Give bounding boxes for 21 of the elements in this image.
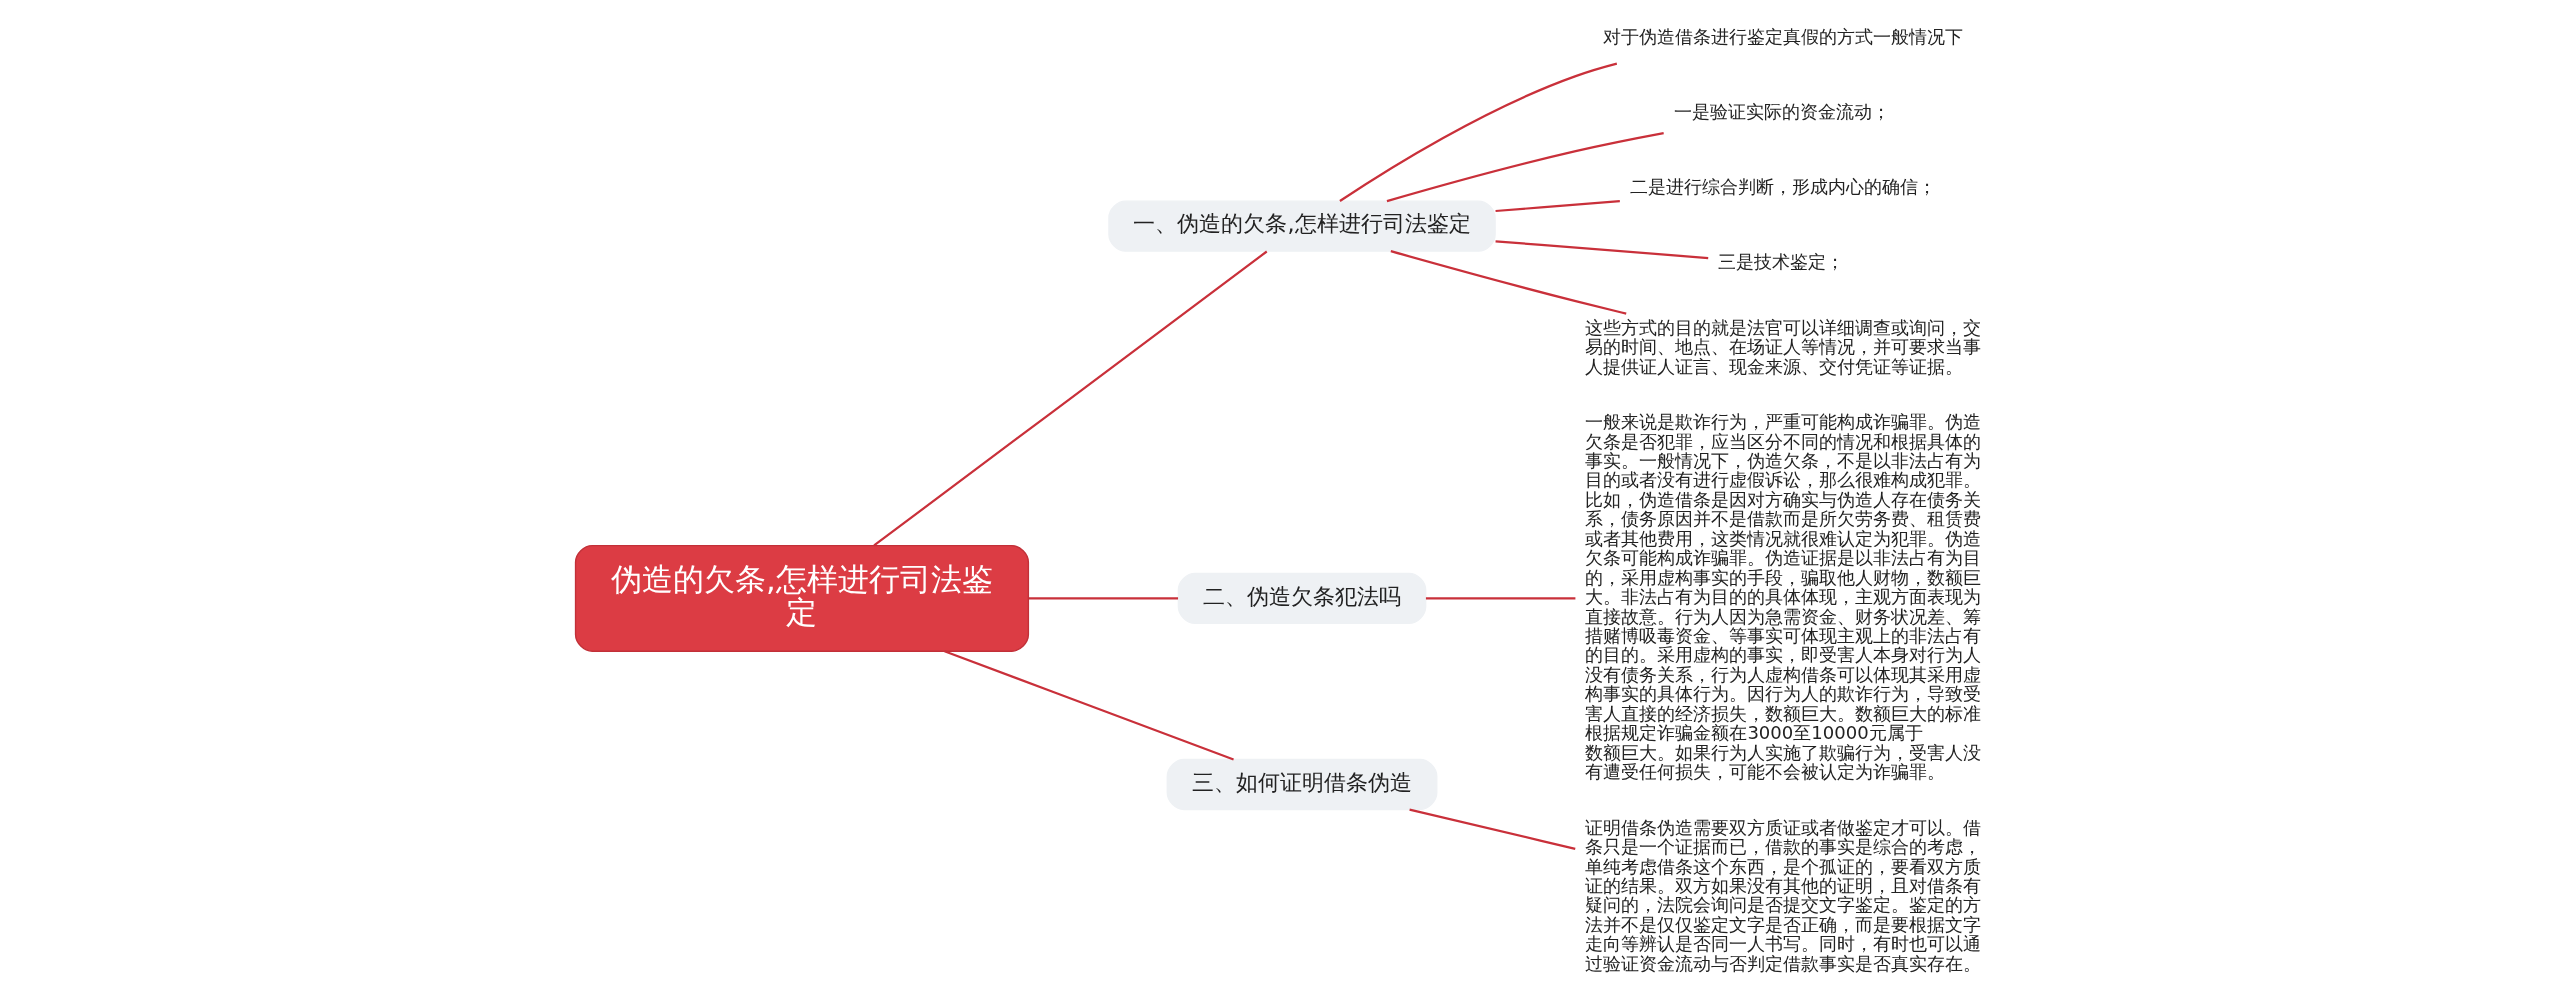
- node-text: 三是技术鉴定；: [1717, 251, 1844, 273]
- node-box: 一、伪造的欠条,怎样进行司法鉴定: [1107, 200, 1496, 252]
- connector: [1338, 62, 1617, 202]
- connector: [872, 250, 1267, 547]
- node-text: 对于伪造借条进行鉴定真假的方式一般情况下: [1602, 26, 1963, 48]
- connector: [1494, 200, 1620, 213]
- node-text: 一是验证实际的资金流动；: [1673, 101, 1890, 123]
- connector: [1028, 597, 1178, 600]
- node-text: 一般来说是欺诈行为，严重可能构成诈骗罪。伪造欠条是否犯罪，应当区分不同的情况和根据具体的事实。一般情况下，伪造欠条，不是以非法占有为目的或者没有进行虚假诉讼，那么很难构成犯罪。比如，伪造借条是因对方确实与伪造人存在债务关系，债务原因并不是借款而是所欠劳务费、租赁费或者其他费用，这类情况就很难认定为犯罪。伪造欠条可能构成诈骗罪。伪造证据是以非法占有为目的，采用虚构事实的手段，骗取他人财物，数额巨大。非法占有为目的的具体体现，主观方面表现为直接故意。行为人因为急需资金、财务状况差、筹措赌博吸毒资金、等事实可体现主观上的非法占有的目的。采用虚构的事实，即受害人本身对行为人没有债务关系，行为人虚构借条可以体现其采用虚构事实的具体行为。因行为人的欺诈行为，导致受害人直接的经济损失，数额巨大。数额巨大的标准根据规定诈骗金额在3000至10000元属于数额巨大。如果行为人实施了欺骗行为，受害人没有遭受任何损失，可能不会被认定为诈骗罪。: [1584, 411, 1981, 783]
- connector: [943, 650, 1234, 761]
- node-box: 二、伪造欠条犯法吗: [1177, 572, 1426, 625]
- connector: [1494, 240, 1708, 260]
- connector: [1390, 250, 1626, 315]
- node-text: 这些方式的目的就是法官可以详细调查或询问，交易的时间、地点、在场证人等情况，并可要求当事人提供证人证言、现金来源、交付凭证等证据。: [1584, 316, 1981, 377]
- node-text: 证明借条伪造需要双方质证或者做鉴定才可以。借条只是一个证据而已，借款的事实是综合的考虑，单纯考虑借条这个东西，是个孤证的，要看双方质证的结果。双方如果没有其他的证明，且对借条有疑问的，法院会询问是否提交文字鉴定。鉴定的方法并不是仅仅鉴定文字是否正确，而是要根据文字走向等辨认是否同一人书写。同时，有时也可以通过验证资金流动与否判定借款事实是否真实存在。: [1584, 816, 1981, 974]
- connector: [1408, 808, 1575, 850]
- node-box: 三、如何证明借条伪造: [1166, 758, 1437, 811]
- connector: [1425, 597, 1575, 600]
- connector: [1386, 132, 1664, 203]
- node-text: 二是进行综合判断，形成内心的确信；: [1629, 176, 1936, 198]
- node-box: 伪造的欠条,怎样进行司法鉴定: [574, 544, 1029, 652]
